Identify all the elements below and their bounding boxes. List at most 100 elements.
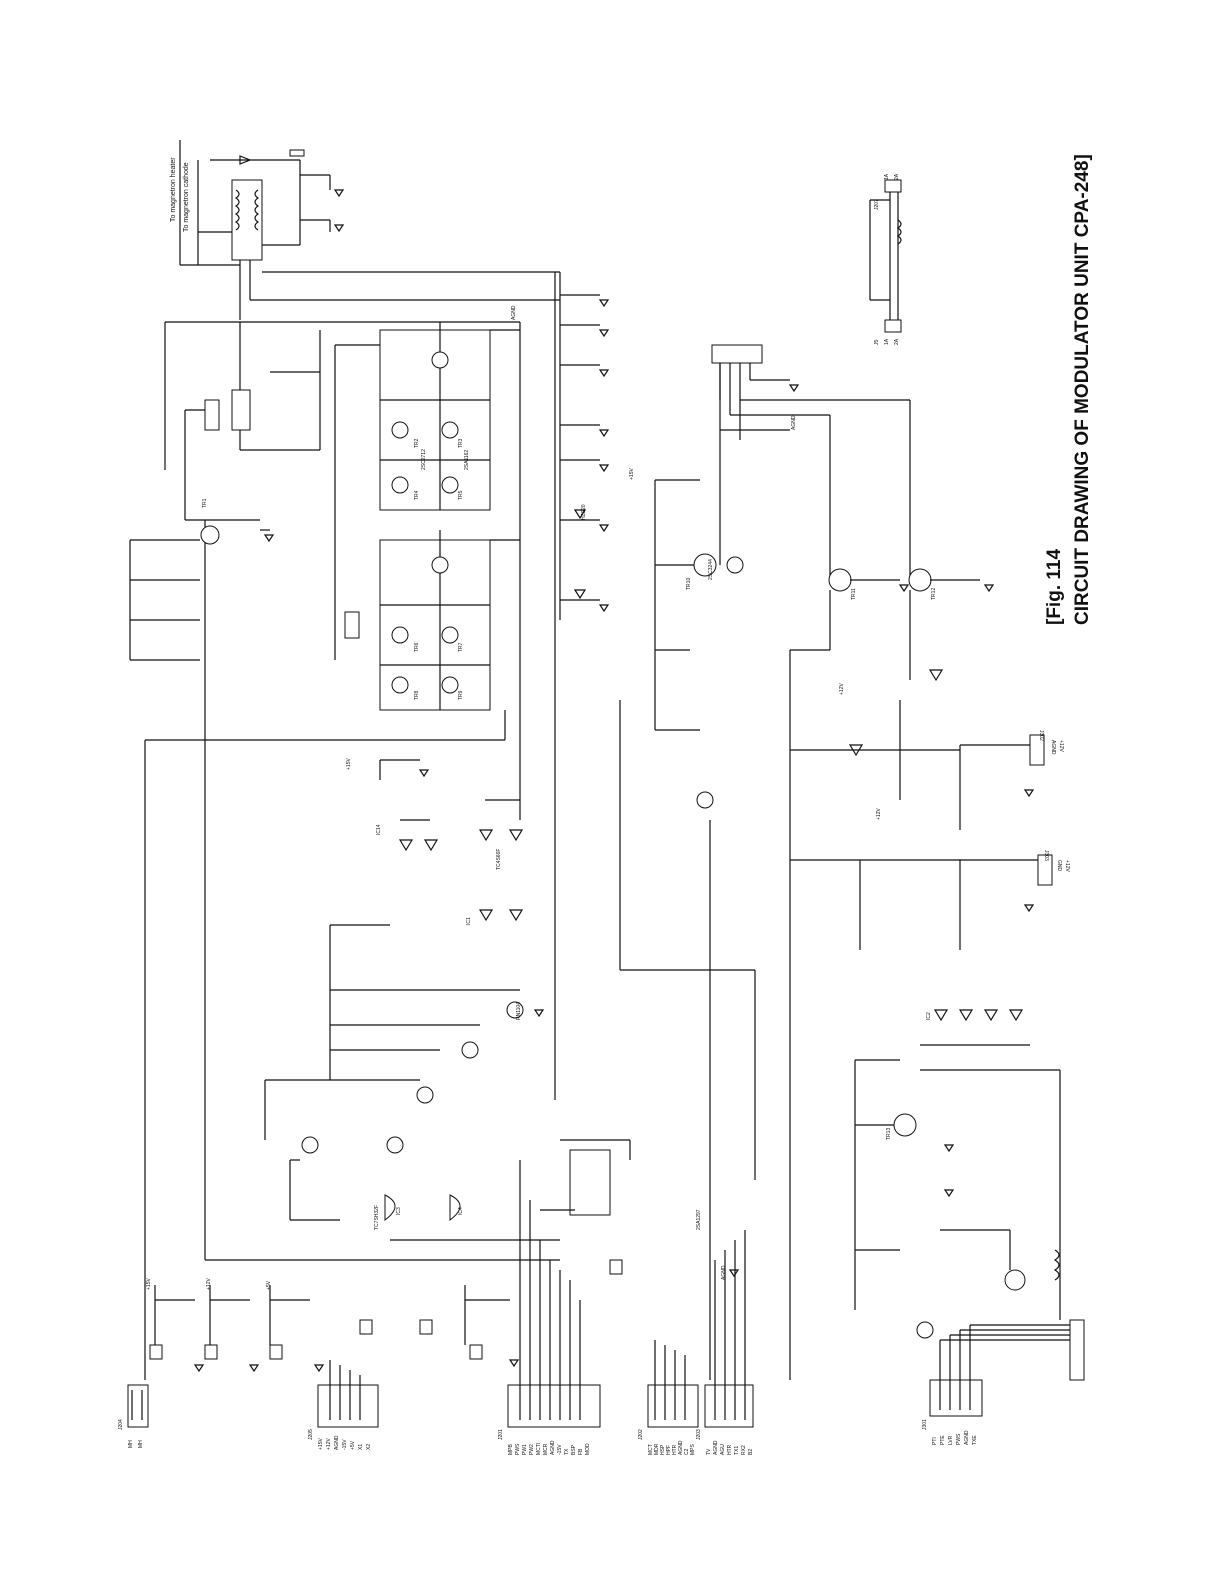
ic-label-1: IC1	[466, 917, 472, 925]
tr-label-11: TR11	[851, 588, 857, 600]
ground-symbols	[193, 189, 1035, 1373]
figure-title-block: [Fig. 114 CIRCUIT DRAWING OF MODULATOR U…	[1030, 110, 1100, 630]
j203-pin-4: HTR	[727, 1444, 733, 1455]
right-switch-section	[619, 344, 1061, 1380]
connector-j202: J202 MCT MDR HSP HPF HTR AGND C2 MPS	[638, 1340, 699, 1456]
rail-15v-a: +15V	[346, 758, 352, 770]
ic-label-3: IC3	[396, 1207, 402, 1215]
j202-pin-1: MCT	[648, 1444, 654, 1455]
part-hzs20: HZS20	[581, 504, 587, 520]
connector-j302: J302 +12V AGND	[1038, 730, 1064, 755]
photo-relay-row	[149, 1259, 623, 1360]
j202-pin-7: C2	[684, 1448, 690, 1455]
part-2sa1162: 2SA1162	[464, 450, 470, 470]
j201-pin-5: MCTI	[536, 1443, 542, 1455]
j202-pin-2: MDR	[654, 1443, 660, 1455]
j201-pin-9: TX	[564, 1448, 570, 1455]
j207-pin-2: 2A	[894, 173, 900, 180]
ic-label-14: IC14	[376, 824, 382, 835]
j204-pin-2: MH	[138, 1440, 144, 1448]
tr-label-9: TR9	[458, 690, 464, 700]
j301-pin-6: TXE	[972, 1435, 978, 1445]
fet-bridge-upper	[334, 322, 521, 820]
j205-id: J205	[308, 1429, 314, 1440]
j203-id: J203	[696, 1429, 702, 1440]
fet-bridge-lower	[144, 530, 520, 1380]
label-magnetron-cathode: To magnetron cathode	[183, 162, 190, 232]
figure-number: [Fig. 114	[1044, 549, 1065, 625]
j301-pin-1: PTI	[932, 1437, 938, 1445]
tr-label-13: TR13	[886, 1128, 892, 1140]
j203-pin-5: TX1	[734, 1446, 740, 1455]
connector-j204: J204 MH MH	[118, 1384, 149, 1448]
tr-label-6: TR6	[414, 642, 420, 652]
tr-label-5: TR5	[458, 490, 464, 500]
j201-pin-8: -15V	[557, 1444, 563, 1455]
j207-id: J207	[874, 199, 880, 210]
tr-label-12: TR12	[931, 588, 937, 600]
part-2sa1297: 2SA1297	[696, 1209, 702, 1230]
tr-label-8: TR8	[414, 690, 420, 700]
j301-pin-4: PWS	[956, 1433, 962, 1445]
j201-pin-1: MPB	[508, 1444, 514, 1456]
rail-15v-c: +15V	[146, 1278, 152, 1290]
designators: TR1 TR2 TR3 TR4 TR5 TR6 TR7 TR8 TR9 TR10…	[146, 305, 937, 1290]
rail-5v-a: +5V	[266, 1280, 272, 1290]
rail-agnd-c: AGND	[721, 1265, 727, 1280]
tr-label-3: TR3	[458, 438, 464, 448]
part-2sc2712: 2SC2712	[421, 449, 427, 470]
label-magnetron-heater: To magnetron heater	[170, 157, 177, 222]
part-rn1104: RN1104	[516, 1002, 522, 1020]
top-driver-block	[129, 321, 520, 661]
connector-j201: J201 MPB PWS PW1 PW2 MCTI MCR AGND -15V …	[498, 1160, 601, 1456]
tr-label-10: TR10	[686, 578, 692, 590]
j205-pin-4: -15V	[342, 1439, 348, 1450]
j301-id: J301	[922, 1419, 928, 1430]
connector-j205: J205 +15V +12V AGND -15V +5V X1 X2	[308, 1360, 379, 1450]
j201-pin-10: BSP	[571, 1444, 577, 1455]
j203-pin-2: AGND	[713, 1440, 719, 1455]
j303-pin-1: +12V	[1064, 860, 1070, 872]
j301-pin-2: PTE	[940, 1435, 946, 1445]
j301-pin-3: LVR	[948, 1435, 954, 1445]
j204-pin-1: MH	[128, 1440, 134, 1448]
j202-pin-4: HPF	[666, 1445, 672, 1455]
j205-pin-1: +15V	[318, 1438, 324, 1450]
rail-agnd-a: AGND	[511, 305, 517, 320]
rail-12v-c: +12V	[206, 1278, 212, 1290]
logic-ic-middle	[329, 759, 524, 1080]
j201-pin-11: FB	[578, 1448, 584, 1455]
rail-12v-b: +12V	[876, 808, 882, 820]
j203-pin-7: B2	[748, 1449, 754, 1455]
j201-pin-6: MCR	[543, 1443, 549, 1455]
connector-j303: J303 +12V GND	[1043, 850, 1070, 872]
j205-pin-3: AGND	[334, 1435, 340, 1450]
j201-pin-3: PW1	[522, 1444, 528, 1455]
rail-15v-b: +15V	[629, 468, 635, 480]
j202-pin-5: HTR	[672, 1444, 678, 1455]
tr-label-4: TR4	[414, 490, 420, 500]
j202-id: J202	[638, 1429, 644, 1440]
j202-pin-3: HSP	[660, 1444, 666, 1455]
j205-pin-5: +5V	[350, 1440, 356, 1450]
j202-pin-6: AGND	[678, 1440, 684, 1455]
j302-pin-1: +12V	[1058, 740, 1064, 752]
j202-pin-8: MPS	[690, 1444, 696, 1456]
connector-j301: J301 PTI PTE LVR PWS AGND TXE	[922, 1319, 1085, 1445]
j205-pin-7: X2	[366, 1444, 372, 1450]
j303-id: J303	[1043, 850, 1049, 861]
j203-pin-1: TV	[706, 1448, 712, 1455]
j204-id: J204	[118, 1419, 124, 1430]
tr-label-2: TR2	[414, 438, 420, 448]
j302-pin-2: AGND	[1050, 740, 1056, 755]
j301-pin-5: AGND	[964, 1430, 970, 1445]
j201-pin-12: MOD	[585, 1443, 591, 1455]
j201-pin-2: PWS	[515, 1443, 521, 1455]
j5-pin-1: 1A	[884, 338, 890, 345]
tr-label-1: TR1	[202, 498, 208, 508]
j203-pin-3: AGU	[720, 1444, 726, 1455]
hv-output-section	[179, 140, 560, 320]
j201-pin-7: AGND	[550, 1440, 556, 1455]
j205-pin-2: +12V	[326, 1438, 332, 1450]
